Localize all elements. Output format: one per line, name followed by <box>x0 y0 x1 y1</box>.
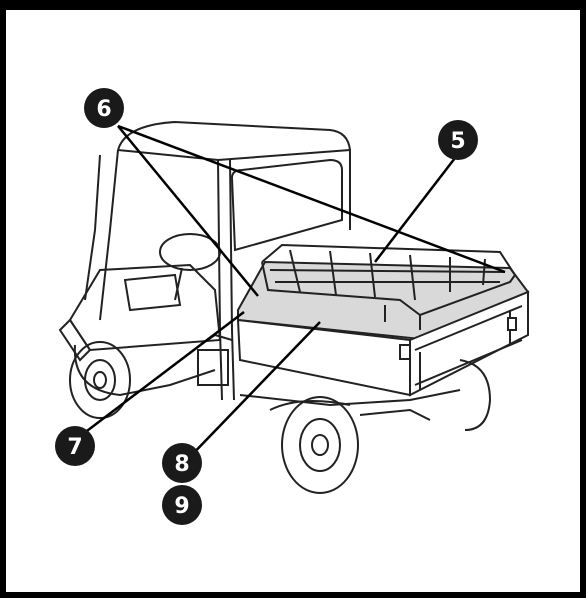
callout-8-label: 8 <box>174 452 189 477</box>
rear-wheel-far <box>459 359 492 431</box>
callout-9: 9 <box>162 485 202 525</box>
leader-6b <box>117 124 506 274</box>
leader-6a <box>117 125 259 297</box>
leader-lines <box>74 124 506 463</box>
chassis <box>239 389 461 421</box>
callout-6-label: 6 <box>96 97 111 122</box>
callout-5: 5 <box>438 120 478 160</box>
callout-5-label: 5 <box>450 129 465 154</box>
leader-7 <box>74 311 245 441</box>
front-wheel <box>69 341 131 419</box>
cargo-rack <box>261 243 516 330</box>
callout-8: 8 <box>162 443 202 483</box>
leader-8 <box>184 321 321 463</box>
callout-6: 6 <box>84 88 124 128</box>
rear-wheel <box>269 396 359 494</box>
callout-9-label: 9 <box>174 494 189 519</box>
callout-7-label: 7 <box>67 435 82 460</box>
leader-5 <box>374 157 456 263</box>
steering-wheel <box>159 233 221 301</box>
vehicle-body <box>58 263 222 397</box>
callout-7: 7 <box>55 426 95 466</box>
